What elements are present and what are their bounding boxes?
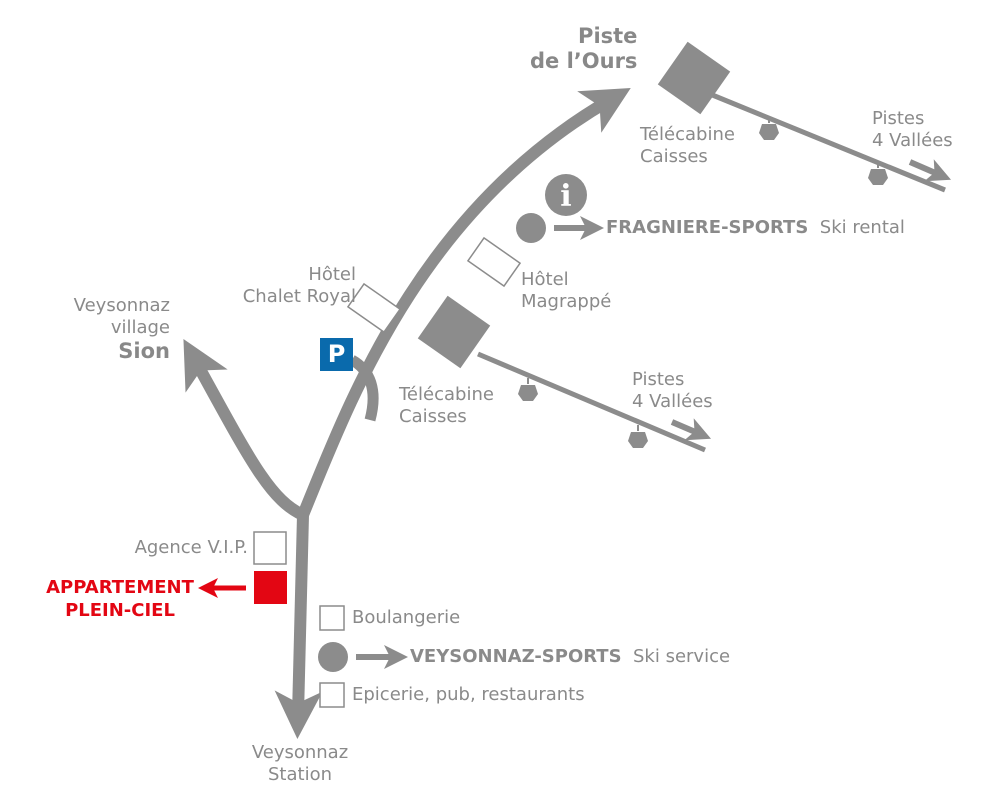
telecabine-top-station bbox=[657, 41, 731, 115]
label-line: 4 Vallées bbox=[632, 391, 713, 412]
veysonnaz-sports-marker bbox=[318, 642, 348, 672]
fragniere-marker bbox=[516, 213, 546, 243]
parking-road bbox=[349, 355, 379, 422]
label-line: Pistes bbox=[872, 108, 925, 129]
label-station: Veysonnaz Station bbox=[240, 742, 360, 786]
label-line: 4 Vallées bbox=[872, 130, 953, 151]
road-to-piste bbox=[297, 87, 631, 518]
label-line: Pistes bbox=[632, 369, 685, 390]
label-line: Veysonnaz bbox=[251, 742, 349, 763]
svg-text:i: i bbox=[560, 179, 571, 214]
label-line: Caisses bbox=[640, 146, 708, 167]
label-line: APPARTEMENT bbox=[46, 577, 194, 598]
boulangerie-building bbox=[319, 605, 345, 631]
road-to-station bbox=[274, 514, 323, 739]
label-piste-ours: Piste de l’Ours bbox=[530, 24, 637, 74]
shop-desc: Ski rental bbox=[819, 217, 905, 238]
hotel-chalet-royal-building bbox=[346, 282, 402, 334]
label-pistes-top: Pistes 4 Vallées bbox=[872, 108, 953, 152]
cabin-icon bbox=[759, 116, 779, 140]
parking-icon: P bbox=[320, 338, 353, 371]
label-agence: Agence V.I.P. bbox=[134, 537, 248, 558]
label-pistes-mid: Pistes 4 Vallées bbox=[632, 369, 713, 413]
telecabine-mid-station bbox=[417, 295, 491, 369]
label-telecabine-mid: Télécabine Caisses bbox=[399, 384, 494, 428]
label-line: Hôtel bbox=[521, 269, 569, 290]
label-line: Magrappé bbox=[521, 291, 612, 312]
label-line: Veysonnaz bbox=[73, 295, 170, 316]
appartement-building bbox=[254, 571, 287, 604]
label-hotel-magrappe: Hôtel Magrappé bbox=[521, 269, 611, 313]
label-line: Caisses bbox=[399, 406, 467, 427]
label-line: Télécabine bbox=[640, 124, 735, 145]
cabin-icon bbox=[518, 378, 538, 401]
label-line: village bbox=[110, 317, 170, 338]
pistes-top-arrow bbox=[908, 159, 952, 182]
label-line: de l’Ours bbox=[530, 49, 638, 73]
cable-mid bbox=[477, 351, 706, 453]
label-telecabine-top: Télécabine Caisses bbox=[640, 124, 735, 168]
road-to-sion bbox=[183, 338, 306, 521]
shop-desc: Ski service bbox=[633, 646, 731, 667]
agence-building bbox=[253, 531, 287, 565]
label-fragniere: FRAGNIERE-SPORTS Ski rental bbox=[606, 217, 905, 239]
label-veysonnaz-village: Veysonnaz village Sion bbox=[60, 295, 170, 364]
label-boulangerie: Boulangerie bbox=[352, 607, 461, 628]
label-line: Chalet Royal bbox=[242, 286, 356, 307]
label-line: Station bbox=[268, 764, 332, 785]
hotel-magrappe-building bbox=[466, 236, 522, 288]
label-hotel-chalet-royal: Hôtel Chalet Royal bbox=[230, 264, 356, 308]
info-icon bbox=[545, 174, 587, 216]
label-epicerie: Epicerie, pub, restaurants bbox=[352, 684, 585, 705]
shop-name: FRAGNIERE-SPORTS bbox=[606, 217, 809, 238]
label-veysonnaz-sports: VEYSONNAZ-SPORTS Ski service bbox=[410, 646, 730, 668]
cabin-icon bbox=[868, 162, 888, 185]
label-line: Piste bbox=[578, 24, 638, 48]
cabin-icon bbox=[628, 425, 648, 448]
cable-top bbox=[704, 89, 946, 193]
label-sion: Sion bbox=[118, 339, 170, 363]
label-appartement: APPARTEMENT PLEIN-CIEL bbox=[40, 576, 200, 622]
label-line: Télécabine bbox=[399, 384, 494, 405]
pistes-mid-arrow bbox=[670, 418, 712, 441]
shop-name: VEYSONNAZ-SPORTS bbox=[410, 646, 622, 667]
epicerie-building bbox=[319, 682, 345, 708]
label-line: Hôtel bbox=[308, 264, 356, 285]
label-line: PLEIN-CIEL bbox=[65, 600, 175, 621]
